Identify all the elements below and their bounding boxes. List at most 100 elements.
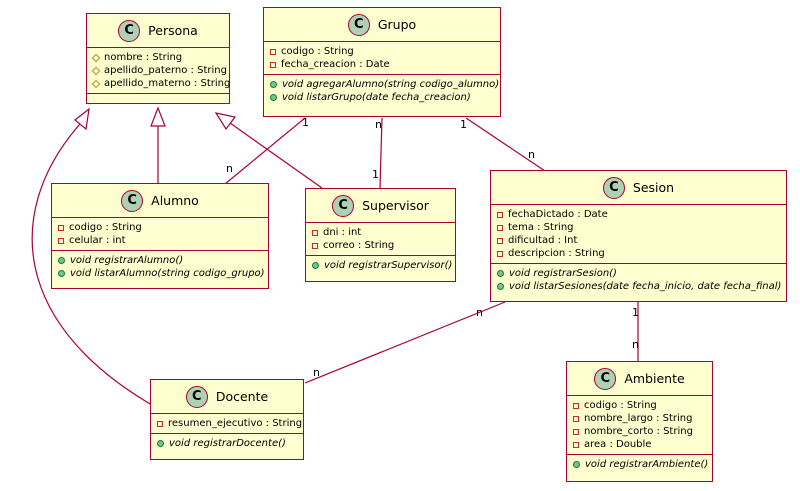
attributes-section: codigo : String celular : int [52, 218, 268, 251]
operation-text: void registrarDocente() [169, 438, 286, 449]
private-visibility-icon [497, 224, 503, 231]
private-visibility-icon [573, 402, 579, 409]
private-visibility-icon [312, 242, 318, 249]
attributes-section: fechaDictado : Date tema : String dificu… [491, 205, 786, 264]
attribute-row: apellido_materno : String [91, 77, 230, 90]
attribute-text: resumen_ejecutivo : String [168, 418, 303, 429]
multiplicity-label: n [375, 118, 382, 131]
operations-section: void registrarSesion() void listarSesion… [491, 264, 786, 296]
public-visibility-icon [573, 461, 580, 468]
attribute-row: fecha_creacion : Date [270, 58, 494, 71]
operation-row: void registrarDocente() [157, 437, 297, 450]
operation-text: void registrarAlumno() [70, 255, 184, 266]
operation-row: void agregarAlumno(string codigo_alumno) [270, 78, 499, 91]
operation-text: void registrarSesion() [509, 268, 617, 279]
class-ambiente[interactable]: C Ambiente codigo : String nombre_largo … [566, 361, 713, 482]
attribute-row: resumen_ejecutivo : String [157, 417, 302, 430]
multiplicity-label: n [313, 366, 320, 379]
operations-section [87, 94, 229, 98]
attribute-text: codigo : String [281, 46, 354, 57]
private-visibility-icon [157, 420, 163, 427]
attribute-row: nombre : String [91, 51, 223, 64]
class-sesion[interactable]: C Sesion fechaDictado : Date tema : Stri… [490, 170, 787, 302]
attribute-text: correo : String [323, 240, 395, 251]
class-name: Docente [215, 389, 269, 404]
private-visibility-icon [573, 428, 579, 435]
attribute-row: fechaDictado : Date [497, 208, 780, 221]
association-sesion-docente [304, 301, 506, 384]
class-docente[interactable]: C Docente resumen_ejecutivo : String voi… [150, 379, 304, 460]
operations-section: void registrarSupervisor() [306, 256, 455, 275]
class-c-icon: C [332, 194, 355, 217]
attribute-text: area : Double [584, 439, 652, 450]
attribute-text: nombre : String [104, 52, 183, 63]
attribute-row: nombre_largo : String [573, 412, 706, 425]
operation-row: void listarAlumno(string codigo_grupo) [58, 267, 265, 280]
operation-text: void listarGrupo(date fecha_creacion) [282, 92, 471, 103]
class-c-icon: C [121, 189, 144, 212]
class-header: C Ambiente [567, 362, 712, 396]
attribute-row: apellido_paterno : String [91, 64, 227, 77]
class-name: Ambiente [624, 371, 685, 386]
inheritance-line-docente [31, 123, 191, 426]
class-supervisor[interactable]: C Supervisor dni : int correo : String v… [305, 188, 456, 282]
class-name: Grupo [377, 17, 417, 32]
class-c-icon: C [594, 367, 617, 390]
class-name: Alumno [151, 193, 199, 208]
class-alumno[interactable]: C Alumno codigo : String celular : int v… [51, 183, 269, 289]
inheritance-arrow-alumno [150, 106, 166, 127]
public-visibility-icon [497, 283, 504, 290]
association-grupo-sesion [465, 117, 546, 172]
attributes-section: codigo : String nombre_largo : String no… [567, 396, 712, 455]
private-visibility-icon [573, 415, 579, 422]
multiplicity-label: 1 [302, 116, 309, 129]
public-visibility-icon [270, 81, 277, 88]
public-visibility-icon [58, 270, 65, 277]
class-grupo[interactable]: C Grupo codigo : String fecha_creacion :… [263, 7, 501, 117]
operation-row: void listarGrupo(date fecha_creacion) [270, 91, 494, 104]
operation-text: void registrarSupervisor() [324, 260, 453, 271]
operation-text: void agregarAlumno(string codigo_alumno) [282, 79, 500, 90]
class-c-icon: C [602, 176, 625, 199]
class-c-icon: C [347, 13, 370, 36]
attribute-row: codigo : String [270, 45, 494, 58]
attribute-row: correo : String [312, 239, 449, 252]
private-visibility-icon [58, 237, 64, 244]
multiplicity-label: 1 [632, 306, 639, 319]
protected-visibility-icon [91, 53, 101, 62]
private-visibility-icon [497, 250, 503, 257]
multiplicity-label: n [528, 148, 535, 161]
private-visibility-icon [58, 224, 64, 231]
inheritance-arrow-docente [74, 107, 90, 131]
attribute-text: fechaDictado : Date [508, 209, 608, 220]
attribute-text: dni : int [323, 227, 362, 238]
public-visibility-icon [497, 270, 504, 277]
operation-text: void registrarAmbiente() [585, 459, 709, 470]
protected-visibility-icon [91, 66, 101, 75]
attribute-text: fecha_creacion : Date [281, 59, 390, 70]
class-name: Sesion [632, 180, 675, 195]
private-visibility-icon [270, 48, 276, 55]
operations-section: void registrarDocente() [151, 434, 303, 453]
operations-section: void agregarAlumno(string codigo_alumno)… [264, 75, 500, 107]
private-visibility-icon [573, 441, 579, 448]
public-visibility-icon [157, 440, 164, 447]
class-header: C Sesion [491, 171, 786, 205]
attribute-text: tema : String [508, 222, 574, 233]
class-header: C Alumno [52, 184, 268, 218]
operation-row: void registrarSupervisor() [312, 259, 453, 272]
attributes-section: resumen_ejecutivo : String [151, 414, 303, 434]
class-name: Supervisor [362, 198, 429, 213]
public-visibility-icon [58, 257, 65, 264]
association-grupo-supervisor [379, 117, 383, 189]
attribute-row: area : Double [573, 438, 706, 451]
attributes-section: codigo : String fecha_creacion : Date [264, 42, 500, 75]
private-visibility-icon [497, 211, 503, 218]
attribute-text: nombre_largo : String [584, 413, 693, 424]
class-c-icon: C [185, 385, 208, 408]
attribute-row: nombre_corto : String [573, 425, 706, 438]
class-header: C Docente [151, 380, 303, 414]
inheritance-line-supervisor [229, 122, 323, 189]
class-persona[interactable]: C Persona nombre : String apellido_pater… [86, 13, 230, 104]
